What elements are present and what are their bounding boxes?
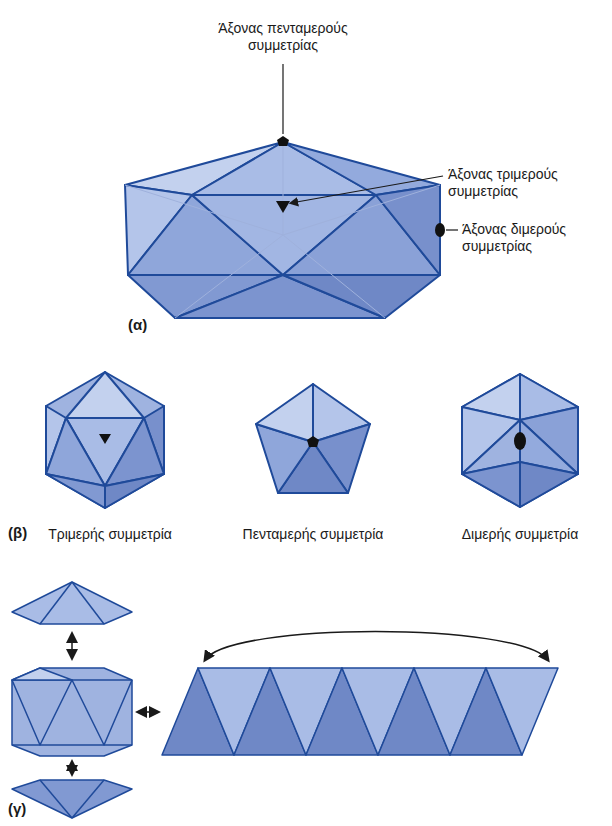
leader-lines bbox=[283, 64, 458, 230]
axis-label: Άξονας πενταμερούς συμμετρίας bbox=[203, 20, 363, 54]
fivefold-symbol bbox=[307, 436, 319, 447]
panel-letter: (γ) bbox=[8, 800, 44, 817]
fivefold-symbol bbox=[277, 136, 289, 146]
panel-letter: (α) bbox=[128, 316, 168, 333]
axis-label: Άξονας τριμερούς συμμετρίας bbox=[448, 166, 598, 200]
assembly-arrows bbox=[72, 632, 548, 775]
twofold-symbol bbox=[514, 432, 526, 450]
view-caption: Τριμερής συμμετρία bbox=[35, 526, 185, 543]
twofold-symbol bbox=[435, 223, 445, 237]
hidden-edges bbox=[125, 142, 440, 318]
view-caption: Πενταμερής συμμετρία bbox=[228, 526, 398, 543]
icosahedron-a bbox=[125, 142, 440, 318]
unrolled-strip bbox=[162, 668, 558, 755]
threefold-view bbox=[46, 372, 164, 508]
panel-letter: (β) bbox=[8, 524, 44, 541]
fivefold-view bbox=[256, 384, 370, 493]
exploded-icosahedron bbox=[12, 582, 132, 818]
view-caption: Διμερής συμμετρία bbox=[440, 526, 600, 543]
threefold-symbol bbox=[99, 434, 111, 444]
axis-label: Άξονας διμερούς συμμετρίας bbox=[462, 221, 602, 255]
threefold-symbol bbox=[276, 201, 290, 213]
twofold-view bbox=[462, 374, 578, 507]
